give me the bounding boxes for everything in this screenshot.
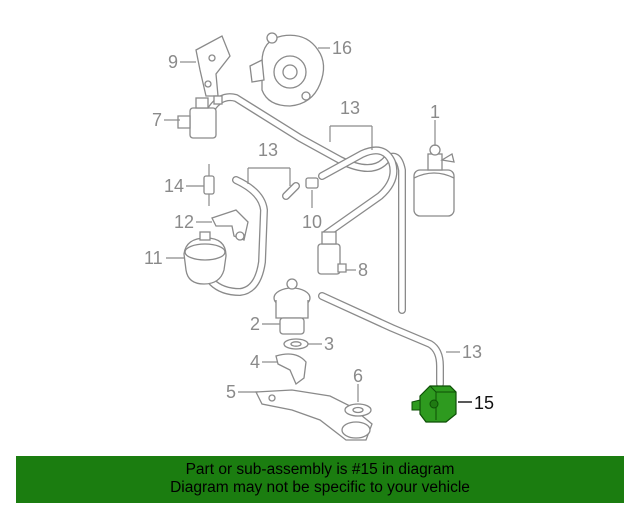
callout-7: 7	[152, 110, 162, 130]
callout-2: 2	[250, 314, 260, 334]
vacuum-pump	[249, 32, 325, 107]
callout-12: 12	[174, 212, 194, 232]
vacuum-hose-left	[208, 176, 268, 296]
charcoal-canister	[413, 144, 455, 217]
vacuum-hose-middle	[318, 146, 398, 238]
callout-4: 4	[250, 352, 260, 372]
vacuum-hose-lower	[318, 292, 444, 388]
egr-pipe	[275, 353, 307, 386]
callout-1: 1	[430, 102, 440, 122]
callout-13-top: 13	[340, 98, 360, 118]
callout-14: 14	[164, 176, 184, 196]
solenoid-valve-upper	[177, 95, 223, 139]
callout-13-mid: 13	[258, 140, 278, 160]
solenoid-valve-lower	[317, 231, 347, 275]
vacuum-reservoir	[183, 231, 227, 285]
gasket-upper	[283, 338, 309, 350]
inline-filter	[203, 164, 215, 206]
callout-8: 8	[358, 260, 368, 280]
callout-5: 5	[226, 382, 236, 402]
info-banner: Part or sub-assembly is #15 in diagram D…	[16, 456, 624, 503]
mounting-bracket	[195, 35, 231, 97]
callout-11: 11	[144, 248, 163, 268]
egr-cooler	[254, 389, 373, 441]
callout-3: 3	[324, 334, 334, 354]
check-valve	[305, 177, 319, 189]
callout-labels: 1 2 3 4 5 6 7 8 9 10 11 12 13 13 13 14 1…	[144, 38, 494, 413]
callout-9: 9	[168, 52, 178, 72]
small-bracket	[211, 209, 249, 241]
callout-16: 16	[332, 38, 352, 58]
callout-13-lower: 13	[462, 342, 482, 362]
leader-lines	[164, 47, 472, 403]
callout-6: 6	[353, 366, 363, 386]
hose-connector-short	[282, 182, 300, 200]
highlighted-part-15	[411, 385, 457, 423]
vacuum-hose-upper	[208, 93, 406, 314]
banner-line-2: Diagram may not be specific to your vehi…	[170, 479, 470, 496]
callout-15: 15	[474, 393, 494, 413]
callout-10: 10	[302, 212, 322, 232]
gasket-lower	[344, 403, 372, 417]
egr-valve	[273, 278, 311, 335]
banner-line-1: Part or sub-assembly is #15 in diagram	[185, 461, 455, 478]
